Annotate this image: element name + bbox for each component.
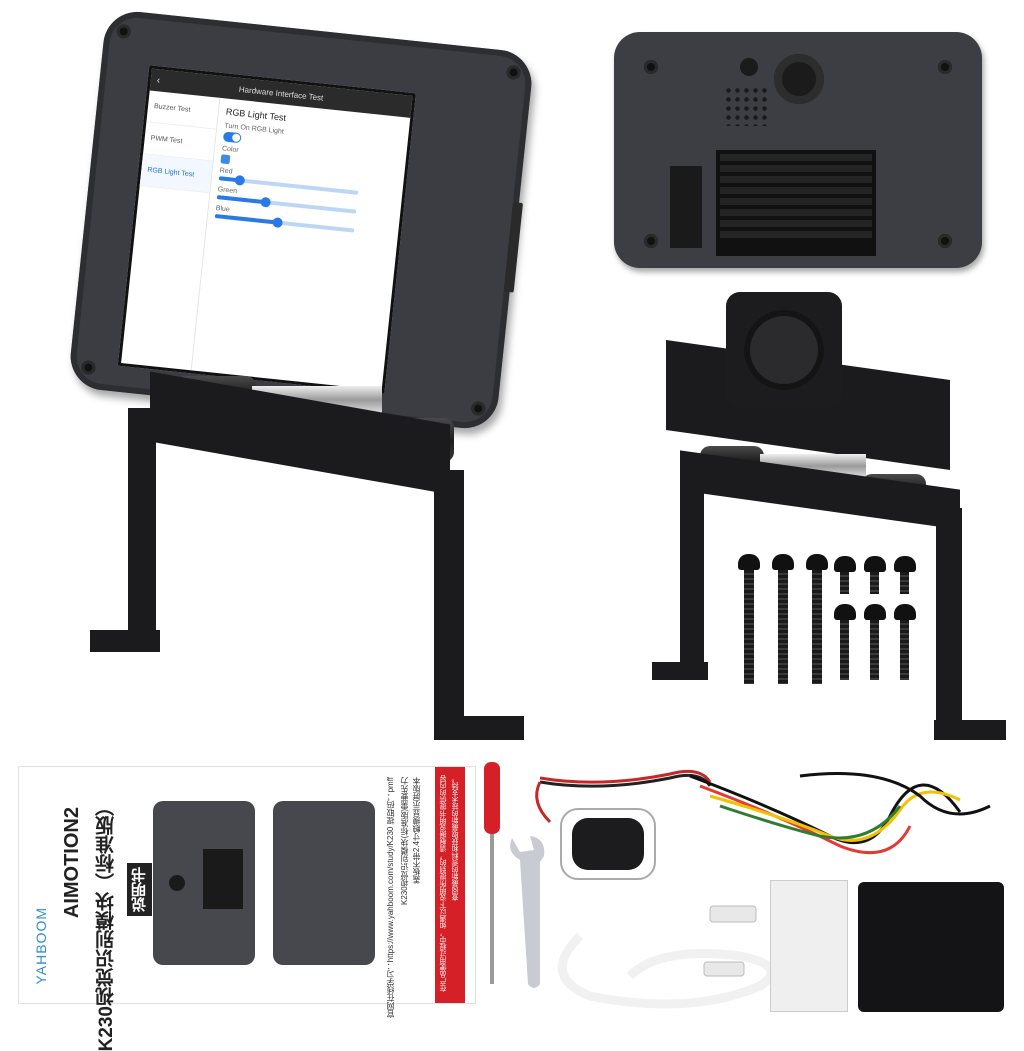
- usb-plug: [709, 905, 757, 923]
- brand-logo: YAHBOOM: [33, 907, 49, 985]
- info-line-2: 盖板不带2.4寸触摸显示屏版本: [412, 777, 421, 885]
- screw-icon: [470, 400, 486, 417]
- long-screw: [772, 554, 794, 684]
- instruction-manual: YAHBOOM AIMOTION2 K230视觉识别模块（标准版） 说明书 官网…: [18, 766, 476, 1051]
- wrench-icon: [510, 836, 545, 988]
- bracket-leg: [936, 508, 962, 730]
- product-name: AIMOTION2: [61, 807, 83, 919]
- parts-bag: [770, 880, 848, 1012]
- notice-line-1: 在产品使用过程中，如遇以下说明所提到的，请根据说明书提供的内容: [440, 775, 447, 992]
- medium-screw: [894, 604, 916, 680]
- sd-card-slot: [503, 202, 523, 293]
- speaker: [560, 808, 656, 880]
- screw-icon: [116, 23, 132, 40]
- speaker-wire: [539, 769, 712, 784]
- camera-lens: [169, 875, 185, 891]
- short-screw: [834, 556, 856, 594]
- slider-knob[interactable]: [272, 217, 284, 229]
- notice-line-2: 查阅最新的资料和获取最新的技术支持。: [452, 775, 459, 901]
- camera-lens: [774, 54, 824, 104]
- speaker-icon: [572, 818, 644, 870]
- cooling-fan: [726, 292, 842, 408]
- bracket-foot: [652, 662, 708, 680]
- long-screw: [738, 554, 760, 684]
- vent-grille: [716, 150, 876, 256]
- screw-icon: [644, 60, 658, 74]
- url-line: 官网在线学习：https://www.yahboom.com/study/K23…: [386, 777, 395, 1019]
- screwdriver-shaft: [490, 834, 494, 984]
- rgb-toggle[interactable]: [222, 131, 242, 144]
- screw-icon: [80, 359, 97, 376]
- touch-screen[interactable]: ‹ Hardware Interface Test Buzzer Test PW…: [117, 65, 416, 394]
- notice-band: 在产品使用过程中，如遇以下说明所提到的，请根据说明书提供的内容 查阅最新的资料和…: [435, 767, 465, 1003]
- screw-icon: [938, 234, 952, 248]
- bracket-leg: [434, 470, 464, 720]
- cable-green: [719, 804, 902, 840]
- long-screw: [806, 554, 828, 684]
- sensor-hole: [740, 58, 758, 76]
- screw-icon: [938, 60, 952, 74]
- slider-knob[interactable]: [260, 196, 272, 208]
- vent-grille: [203, 849, 243, 909]
- mic-grille: [724, 86, 770, 126]
- color-swatch[interactable]: [220, 154, 231, 165]
- device-front: ‹ Hardware Interface Test Buzzer Test PW…: [67, 8, 535, 432]
- usb-c-plug: [703, 961, 745, 977]
- back-icon[interactable]: ‹: [156, 74, 161, 86]
- bracket-foot: [434, 716, 524, 740]
- rgb-panel: RGB Light Test Turn On RGB Light Color R…: [214, 107, 403, 243]
- product-subtitle: K230视觉识别模块（标准版）: [96, 797, 117, 1051]
- screw-icon: [505, 64, 522, 81]
- screen-sidebar: Buzzer Test PWM Test RGB Light Test: [121, 90, 221, 371]
- bracket-foot: [90, 630, 160, 652]
- accessories-drawing: [484, 762, 991, 1009]
- sidebar-item-rgb-light-test[interactable]: RGB Light Test: [139, 154, 213, 194]
- cable-yellow: [709, 790, 961, 842]
- fan-icon: [744, 310, 824, 390]
- screw-icon: [644, 234, 658, 248]
- cable-black: [689, 774, 962, 845]
- short-screw: [864, 556, 886, 594]
- module-back-illustration: [153, 801, 255, 965]
- usb-cable: [557, 932, 776, 1009]
- cable-red: [699, 784, 912, 855]
- info-line-1: K230视觉识别模块(标准版)需要先力: [400, 777, 409, 906]
- screen-title: Hardware Interface Test: [238, 84, 324, 103]
- slider-knob[interactable]: [234, 174, 246, 186]
- short-screw: [894, 556, 916, 594]
- module-cover-illustration: [273, 801, 375, 965]
- micro-sd-card: [858, 882, 1004, 1012]
- medium-screw: [834, 604, 856, 680]
- device-back: [614, 32, 982, 268]
- pin-header: [670, 166, 702, 248]
- medium-screw: [864, 604, 886, 680]
- screwdriver-handle: [484, 762, 500, 834]
- color-label: Color: [221, 145, 240, 155]
- bracket-foot: [934, 720, 1006, 740]
- bracket-leg: [128, 408, 156, 648]
- bracket-leg: [680, 476, 704, 672]
- doc-type-badge: 说明书: [127, 863, 152, 916]
